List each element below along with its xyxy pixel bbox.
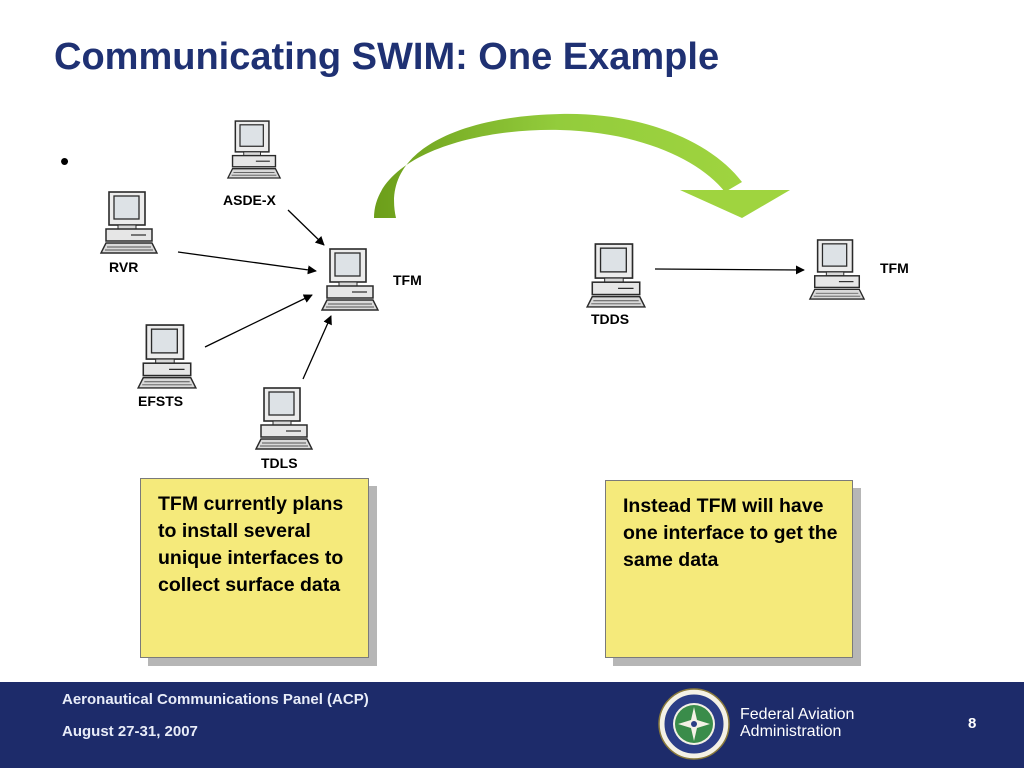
footer-date: August 27-31, 2007 bbox=[62, 723, 198, 740]
note-current-plan: TFM currently plans to install several u… bbox=[140, 478, 369, 658]
computer-icon-tdds bbox=[586, 243, 646, 308]
slide-title: Communicating SWIM: One Example bbox=[54, 36, 720, 78]
curved-arrow bbox=[374, 113, 790, 218]
label-efsts: EFSTS bbox=[138, 393, 183, 409]
arrow-efsts-to-tfm bbox=[204, 294, 313, 348]
arrow-rvr-to-tfm bbox=[177, 251, 317, 275]
bullet-point: • bbox=[60, 146, 70, 176]
footer-bar: Aeronautical Communications Panel (ACP) … bbox=[0, 682, 1024, 768]
computer-icon-tdls bbox=[255, 387, 313, 450]
computer-icon-tfm-right bbox=[809, 239, 865, 300]
computer-icon-asdex bbox=[227, 120, 281, 179]
faa-seal-icon bbox=[658, 688, 730, 760]
label-tfm-left: TFM bbox=[393, 272, 422, 288]
arrow-tdds-to-tfm bbox=[654, 265, 805, 275]
label-asdex: ASDE-X bbox=[223, 192, 277, 208]
agency-name-line1: Federal Aviation bbox=[740, 706, 855, 723]
agency-name: Federal Aviation Administration bbox=[740, 706, 854, 740]
network-diagram: ASDE-X RVR TFM EFSTS TDLS TDDS TFM bbox=[100, 113, 909, 471]
page-number: 8 bbox=[968, 715, 977, 732]
computer-icon-efsts bbox=[137, 324, 197, 389]
arrow-tdls-to-tfm bbox=[302, 315, 332, 380]
computer-icon-tfm-left bbox=[321, 248, 379, 311]
arrow-asdex-to-tfm bbox=[287, 209, 325, 246]
computer-icon-rvr bbox=[100, 191, 158, 254]
footer-panel-name: Aeronautical Communications Panel (ACP) bbox=[62, 691, 369, 708]
note-swim-plan: Instead TFM will have one interface to g… bbox=[605, 480, 853, 658]
agency-name-line2: Administration bbox=[740, 723, 842, 740]
label-tfm-right: TFM bbox=[880, 260, 909, 276]
label-rvr: RVR bbox=[109, 259, 138, 275]
label-tdds: TDDS bbox=[591, 311, 629, 327]
label-tdls: TDLS bbox=[261, 455, 298, 471]
